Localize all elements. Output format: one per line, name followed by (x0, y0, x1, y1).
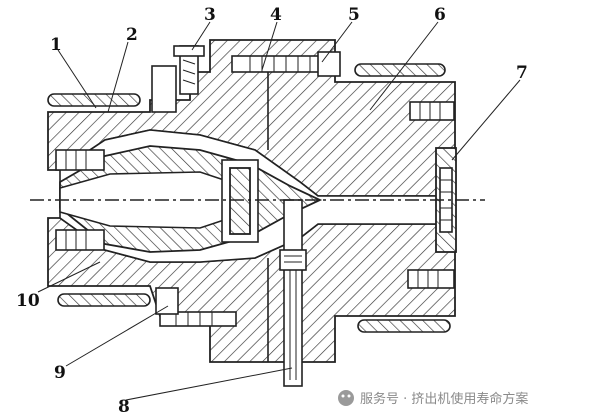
watermark-text: 服务号 · 挤出机使用寿命方案 (360, 391, 528, 407)
bolt-9 (159, 311, 237, 327)
heater-band-top-right (354, 63, 446, 77)
label-6: 6 (434, 5, 446, 25)
label-1: 1 (50, 35, 62, 55)
label-9: 9 (54, 363, 66, 383)
label-7: 7 (516, 63, 528, 83)
right-bolt-lower (407, 269, 455, 289)
flange-block (151, 65, 177, 113)
label-8: 8 (118, 397, 130, 417)
spider-inner (229, 167, 251, 235)
watermark: 服务号 · 挤出机使用寿命方案 (338, 390, 528, 407)
air-inlet-pin-8 (283, 199, 303, 387)
heater-band-bottom-left (57, 293, 151, 307)
heater-band-top-left (47, 93, 141, 107)
label-10: 10 (16, 291, 40, 311)
label-5: 5 (348, 5, 360, 25)
heater-band-bottom-right (357, 319, 451, 333)
wechat-service-icon (338, 390, 354, 406)
bolt-3-head (173, 45, 205, 57)
label-2: 2 (126, 25, 138, 45)
right-bolt-upper (409, 101, 455, 121)
inlet-bolt-upper (55, 149, 105, 171)
label-3: 3 (204, 5, 216, 25)
label-4: 4 (270, 5, 282, 25)
inlet-bolt-lower (55, 229, 105, 251)
